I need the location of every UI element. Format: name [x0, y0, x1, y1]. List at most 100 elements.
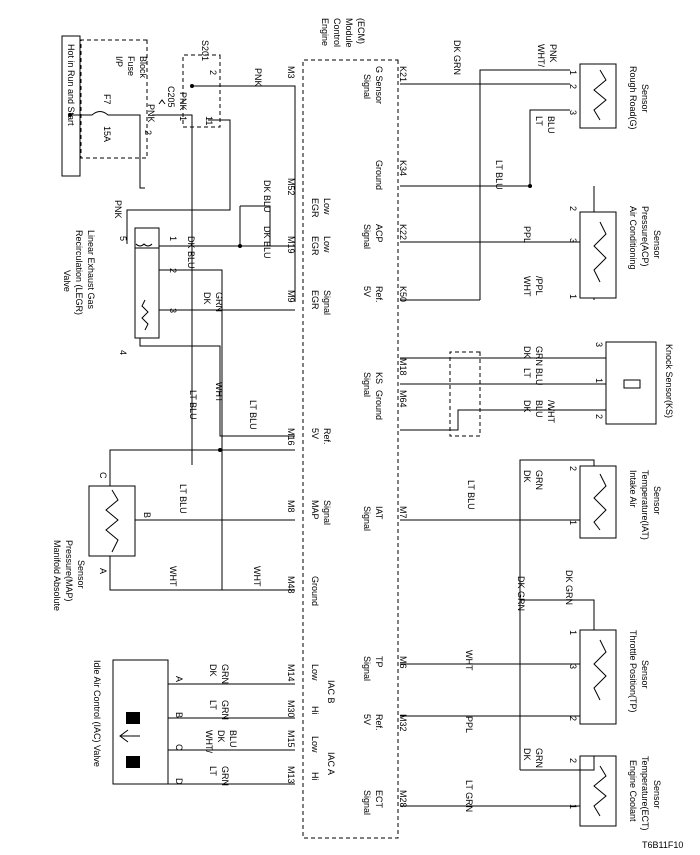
iat-title-2: Temperature(IAT) — [640, 470, 650, 540]
hot-in-run-label-box — [61, 35, 81, 177]
svg-text:MAP: MAP — [310, 500, 320, 520]
svg-text:M3: M3 — [286, 66, 296, 79]
iac-a-label: IAC A — [326, 752, 336, 775]
wire-label-dk-blu-3: DK BLU — [262, 226, 272, 259]
svg-text:M8: M8 — [286, 500, 296, 513]
iac-valve: A B C D Idle Air Control (IAC) Valve DK … — [92, 659, 295, 786]
hot-in-run-label: Hot in Run and Start — [66, 44, 76, 126]
fuse-block-label-1: I/P — [114, 56, 124, 67]
wire-label-dk-grn-ks-1: DK — [522, 346, 532, 359]
splice-pin-2: 2 — [208, 70, 218, 75]
rough-road-title-2: Sensor — [640, 84, 650, 113]
ecm-title-3: Module — [344, 18, 354, 48]
ect-title-3: Sensor — [652, 780, 662, 809]
svg-text:Signal: Signal — [322, 290, 332, 315]
acp-title-2: Pressure(ACP) — [640, 206, 650, 267]
pin-k21: K21 G Sensor Signal — [362, 66, 408, 104]
wire-label-wht-pnk-1: WHT/ — [536, 44, 546, 67]
pin-m6: M6 TP Signal — [362, 656, 408, 681]
wire-label-wht-dk-blu-3: BLU — [228, 730, 238, 748]
tp-pin-3: 3 — [568, 664, 578, 669]
rough-road-pin-2: 2 — [568, 84, 578, 89]
svg-text:M14: M14 — [286, 664, 296, 682]
svg-text:Low: Low — [310, 664, 320, 681]
c205-pin-2: 2 — [143, 130, 153, 135]
iat-title-3: Sensor — [652, 486, 662, 515]
wire-label-dk-grn-ect-2: GRN — [534, 748, 544, 768]
svg-text:Signal: Signal — [362, 790, 372, 815]
wire-label-pnk-fuse: PNK — [146, 104, 156, 123]
ecm-module: Engine Control Module (ECM) — [302, 18, 399, 839]
legr-title-2: Recirculation (LEGR) — [74, 230, 84, 315]
wire-label-dk-grn-iac-2: GRN — [220, 664, 230, 684]
svg-text:M64: M64 — [398, 390, 408, 408]
ks-pin-1: 1 — [594, 378, 604, 383]
wire-label-dk-blu-2: DK BLU — [262, 180, 272, 213]
svg-text:IAT: IAT — [374, 506, 384, 520]
svg-text:M15: M15 — [286, 730, 296, 748]
wire-label-lt-grn-iac-3: LT — [208, 766, 218, 776]
wire-label-lt-blu-ks-2: BLU — [534, 368, 544, 386]
iac-pin-d: D — [174, 778, 184, 785]
wire-label-dk-blu-wht-2: BLU — [534, 400, 544, 418]
pin-m48: M48 Ground — [286, 576, 320, 606]
iac-pin-b: B — [174, 712, 184, 718]
rough-road-sensor: 1 2 3 Rough Road(G) Sensor DK GRN WHT/ P… — [400, 40, 650, 300]
iat-title-1: Intake Air — [628, 470, 638, 508]
ecm-title-2: Control — [332, 18, 342, 47]
wire-label-lt-blu-k34: LT BLU — [494, 160, 504, 190]
wire-label-pnk-legr: PNK — [113, 200, 123, 219]
fuse-block-box — [80, 39, 148, 159]
wire-label-ppl-k22: PPL — [522, 226, 532, 243]
svg-text:K21: K21 — [398, 66, 408, 82]
ect-sensor: 2 1 Engine Coolant Temperature(ECT) Sens… — [400, 748, 662, 831]
acp-sensor: 2 3 1 Air Conditioning Pressure(ACP) Sen… — [400, 186, 662, 300]
wire-label-dk-grn-vert: DK GRN — [516, 576, 526, 611]
wire-label-lt-blu-rr-2: BLU — [546, 116, 556, 134]
acp-title-3: Sensor — [652, 230, 662, 259]
svg-text:Signal: Signal — [362, 224, 372, 249]
ks-title: Knock Sensor(KS) — [664, 344, 674, 418]
legr-pin-5: 5 — [118, 236, 128, 241]
map-pin-a: A — [98, 568, 108, 574]
wire-label-pnk-m3: PNK — [253, 68, 263, 87]
wire-label-lt-blu-ks-1: LT — [522, 368, 532, 378]
wire-label-wht-pnk-2: PNK — [548, 44, 558, 63]
svg-text:K50: K50 — [398, 286, 408, 302]
wire-label-lt-blu-legr: LT BLU — [188, 390, 198, 420]
wire-label-dk-grn-ect-1: DK — [522, 748, 532, 761]
wire-label-dk-blu-wht-3: /WHT — [546, 400, 556, 423]
map-pin-c: C — [98, 472, 108, 479]
svg-text:Signal: Signal — [362, 74, 372, 99]
power-feed: Hot in Run and Start I/P Fuse Block F7 1… — [61, 35, 296, 465]
legr-title-1: Linear Exhaust Gas — [86, 230, 96, 310]
wire-label-dk-grn-iat-1: DK — [522, 470, 532, 483]
splice-pin-11: 11 — [204, 116, 214, 125]
wire-label-wht-dk-blu-2: DK — [216, 730, 226, 743]
acp-pin-2: 2 — [568, 206, 578, 211]
map-sensor: C B A Manifold Absolute Pressure(MAP) Se… — [52, 400, 295, 611]
svg-text:Hi: Hi — [310, 706, 320, 715]
wire-label-dk-blu-1: DK BLU — [186, 236, 196, 269]
rough-road-pin-1: 1 — [568, 70, 578, 75]
pin-k50: K50 Ref. 5V — [362, 286, 408, 303]
svg-text:Ground: Ground — [374, 390, 384, 420]
splice-pin-1: 1 — [178, 116, 188, 121]
svg-text:EGR: EGR — [310, 290, 320, 310]
map-title-1: Manifold Absolute — [52, 540, 62, 611]
wire-label-dk-grn-egr-1: DK — [202, 292, 212, 305]
svg-text:Low: Low — [322, 236, 332, 253]
pin-m28: M28 ECT Signal — [362, 790, 408, 815]
pin-m19: M19 EGR Low — [286, 236, 332, 256]
pin-m32: M32 Ref. 5V — [362, 714, 408, 732]
wire-label-wht-m48: WHT — [252, 566, 262, 587]
svg-text:M48: M48 — [286, 576, 296, 594]
wire-label-wht-legr: WHT — [214, 382, 224, 403]
svg-text:5V: 5V — [362, 286, 372, 297]
acp-pin-1: 1 — [568, 294, 578, 299]
svg-text:Signal: Signal — [362, 372, 372, 397]
ecm-title-4: (ECM) — [356, 18, 366, 44]
fuse-symbol — [70, 111, 118, 116]
svg-text:TP: TP — [374, 656, 384, 668]
pin-m52: M52 EGR Low — [286, 178, 332, 218]
